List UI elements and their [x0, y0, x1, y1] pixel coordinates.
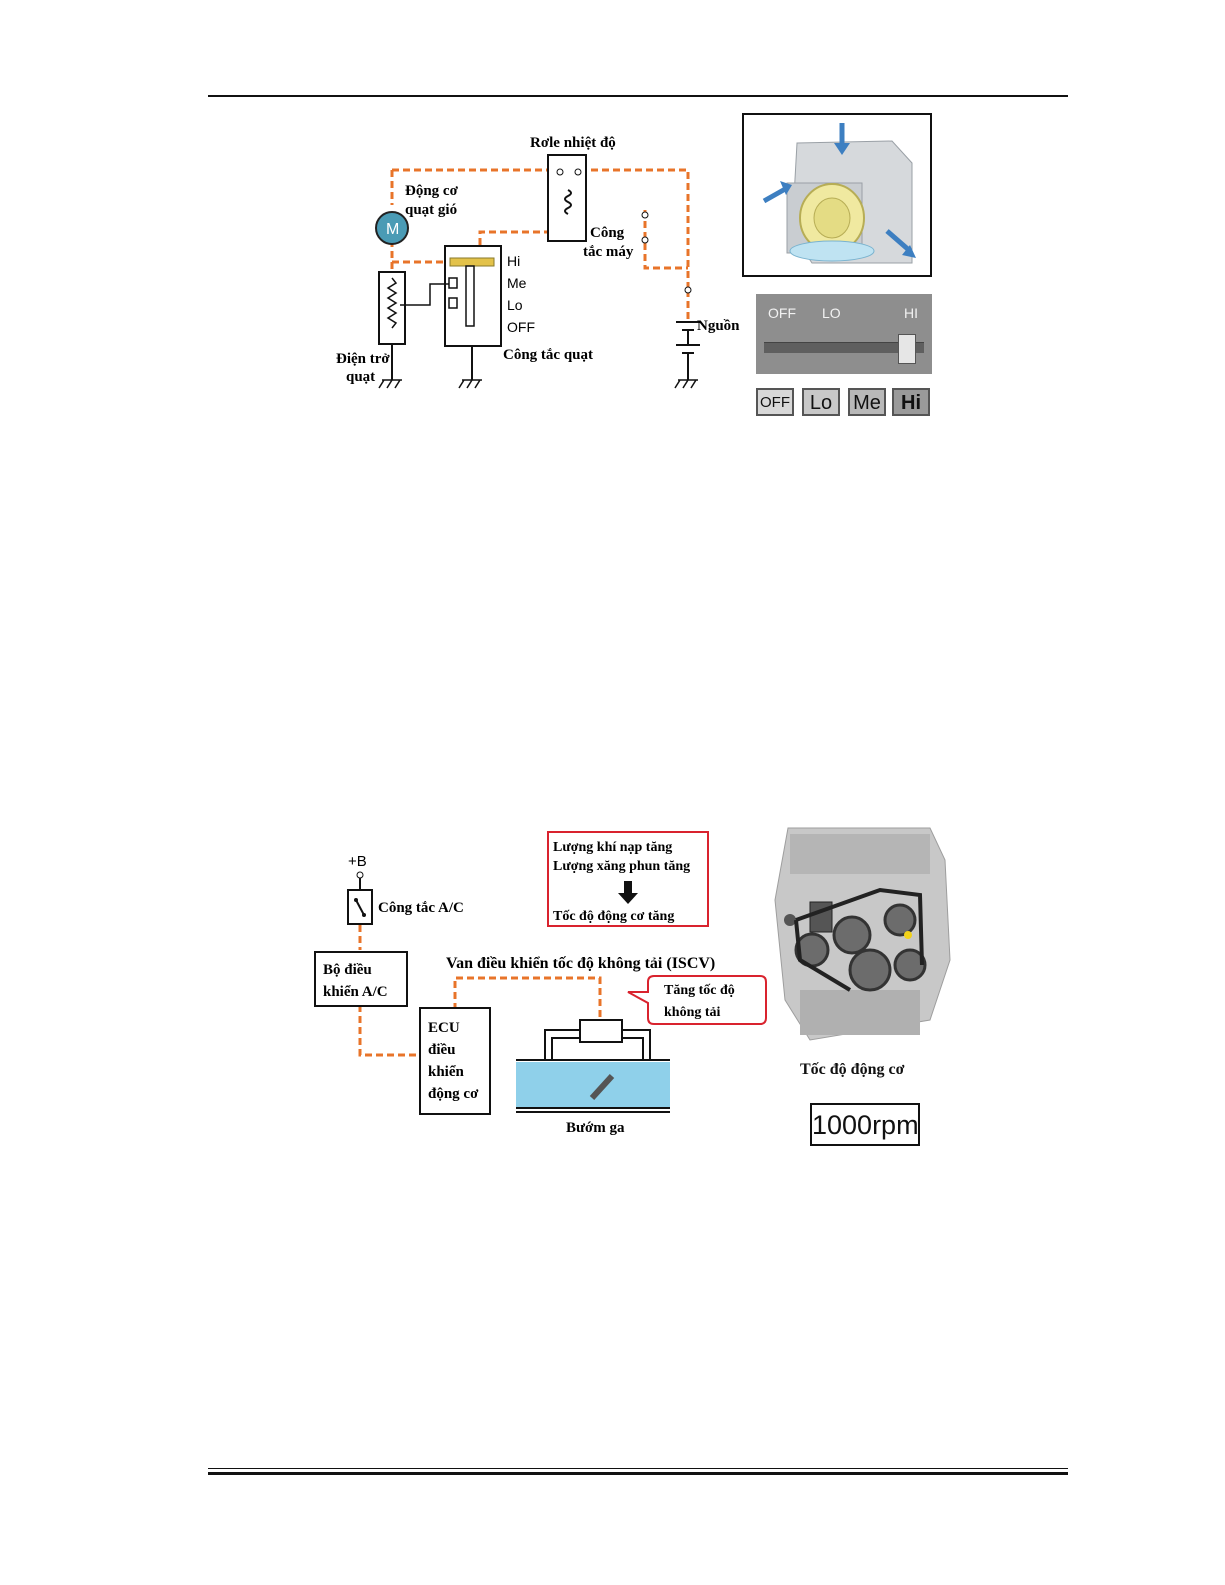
fan-lo-button[interactable]: Lo — [802, 388, 840, 416]
engine-speed-label: Tốc độ động cơ — [800, 1061, 905, 1078]
speed-off: OFF — [507, 319, 535, 335]
ecu-label-line1: ECU — [428, 1020, 460, 1036]
pulley-5 — [893, 948, 927, 982]
info-line3: Tốc độ động cơ tăng — [553, 909, 674, 924]
resistor-label-line2: quạt — [346, 369, 375, 385]
effect-info-box — [547, 831, 709, 927]
pulley-2 — [832, 915, 872, 955]
ignition-label-line1: Công — [590, 225, 625, 241]
idle-control-diagram: +B Công tắc A/C Bộ điều khiển A/C ECU đi… — [314, 831, 767, 1136]
fan-off-button[interactable]: OFF — [756, 388, 794, 416]
slider-label-hi: HI — [904, 305, 918, 321]
slider-track[interactable] — [764, 342, 924, 353]
relay-coil — [564, 189, 572, 215]
throttle-label: Bướm ga — [566, 1120, 625, 1136]
ignition-label-line2: tắc máy — [583, 244, 634, 260]
blower-illustration — [742, 113, 932, 277]
fan-switch-label: Công tắc quạt — [503, 347, 593, 363]
wires — [358, 925, 602, 1057]
callout-line1: Tăng tốc độ — [664, 983, 735, 998]
ac-controller-label-line1: Bộ điều — [323, 962, 372, 978]
footer-rule-thin — [208, 1468, 1068, 1469]
callout-line2: không tải — [664, 1005, 721, 1020]
fan-speed-slider-panel: OFF LO HI — [756, 294, 932, 374]
throttle-bore — [516, 1062, 670, 1108]
ecu-label-line2: điều — [428, 1042, 456, 1058]
iscv-label: Van điều khiển tốc độ không tải (ISCV) — [446, 955, 715, 972]
ac-controller-label-line2: khiển A/C — [323, 984, 388, 1000]
speed-me: Me — [507, 275, 527, 291]
engine-illustration — [774, 827, 951, 1041]
motor-label-line1: Động cơ — [405, 183, 459, 199]
slider-handle[interactable] — [898, 334, 916, 364]
fan-me-button[interactable]: Me — [848, 388, 886, 416]
resistor-label-line1: Điện trở — [336, 351, 390, 367]
ecu-label-line3: khiển — [428, 1064, 465, 1080]
info-line2: Lượng xăng phun tăng — [553, 859, 690, 874]
pulley-4 — [848, 948, 892, 992]
speed-hi: Hi — [507, 253, 520, 269]
iscv-valve — [579, 1019, 623, 1043]
down-arrow-icon — [618, 881, 638, 904]
ecu-label-line4: động cơ — [428, 1086, 479, 1102]
footer-rule-thick — [208, 1472, 1068, 1475]
power-label: Nguồn — [697, 318, 740, 334]
info-line1: Lượng khí nạp tăng — [553, 840, 672, 855]
slider-label-lo: LO — [822, 305, 841, 321]
idle-callout-box — [627, 975, 767, 1025]
relay-label: Rơle nhiệt độ — [530, 135, 616, 151]
pulley-3 — [883, 903, 917, 937]
slider-label-off: OFF — [768, 305, 796, 321]
motor-symbol: M — [386, 221, 399, 238]
fan-resistor — [378, 271, 406, 345]
fan-hi-button[interactable]: Hi — [892, 388, 930, 416]
relay-box — [547, 154, 587, 242]
fan-circuit-diagram: Rơle nhiệt độ M Động cơ quạt gió Điện tr… — [336, 135, 740, 389]
speed-lo: Lo — [507, 297, 523, 313]
blower-motor — [375, 211, 409, 245]
supply-label: +B — [348, 853, 367, 870]
throttle-valve — [589, 1073, 615, 1101]
motor-label-line2: quạt gió — [405, 202, 457, 218]
ac-switch-label: Công tắc A/C — [378, 900, 464, 916]
ac-controller-box — [314, 951, 408, 1007]
engine-speed-readout: 1000rpm — [810, 1103, 920, 1146]
header-rule — [208, 95, 1068, 97]
ecu-box — [419, 1007, 491, 1115]
